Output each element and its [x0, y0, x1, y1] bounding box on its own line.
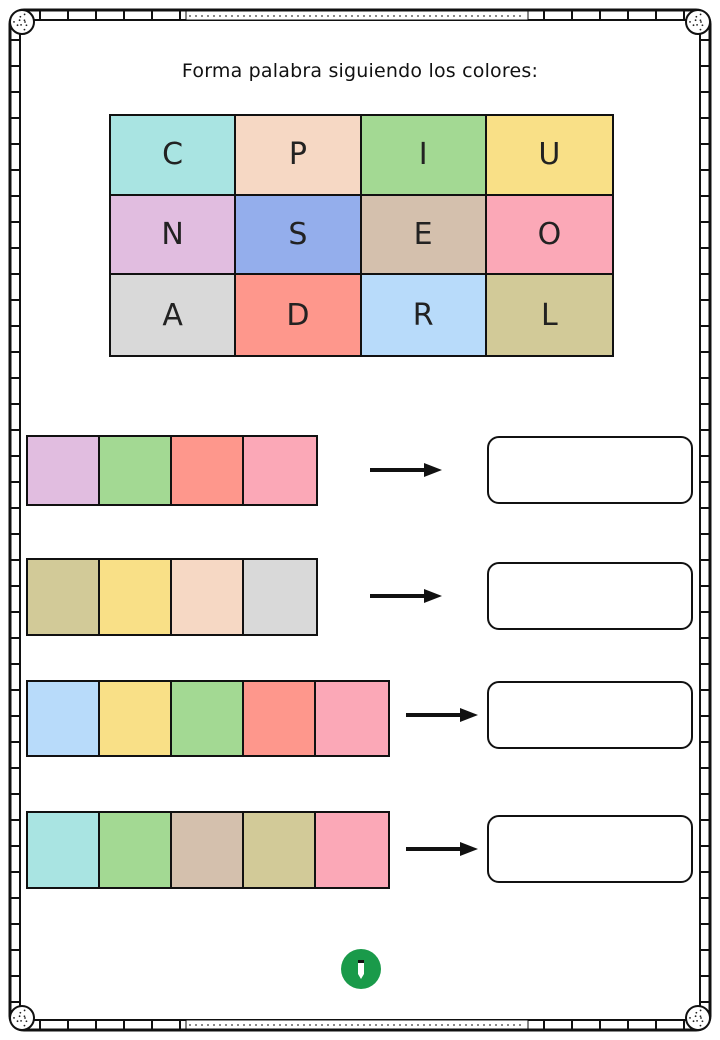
- grid-cell-r: R: [361, 275, 487, 355]
- color-square: [172, 437, 244, 504]
- color-square: [316, 813, 388, 887]
- answer-box-1[interactable]: [487, 436, 693, 504]
- color-square: [28, 682, 100, 755]
- grid-cell-i: I: [361, 116, 487, 196]
- arrow-right-icon: [370, 589, 442, 603]
- color-square: [316, 682, 388, 755]
- grid-cell-u: U: [486, 116, 612, 196]
- grid-cell-o: O: [486, 195, 612, 276]
- color-square: [244, 682, 316, 755]
- color-square: [100, 437, 172, 504]
- color-square: [100, 560, 172, 634]
- grid-cell-l: L: [486, 275, 612, 355]
- pencil-icon: [358, 960, 364, 979]
- grid-cell-s: S: [236, 195, 362, 276]
- color-square: [100, 813, 172, 887]
- answer-box-2[interactable]: [487, 562, 693, 630]
- grid-cell-p: P: [236, 116, 362, 196]
- color-square: [100, 682, 172, 755]
- grid-cell-c: C: [111, 116, 237, 196]
- color-square: [28, 437, 100, 504]
- color-square: [172, 560, 244, 634]
- pencil-logo-icon: [341, 949, 381, 989]
- page-title: Forma palabra siguiendo los colores:: [181, 60, 539, 82]
- color-square: [172, 813, 244, 887]
- arrow-right-icon: [370, 463, 442, 477]
- color-square: [244, 813, 316, 887]
- arrow-right-icon: [406, 708, 478, 722]
- color-sequence-1: [26, 435, 318, 506]
- color-square: [28, 813, 100, 887]
- grid-cell-d: D: [236, 275, 362, 355]
- color-sequence-2: [26, 558, 318, 636]
- color-square: [172, 682, 244, 755]
- color-square: [244, 560, 316, 634]
- color-square: [28, 560, 100, 634]
- color-square: [244, 437, 316, 504]
- answer-box-3[interactable]: [487, 681, 693, 749]
- color-sequence-3: [26, 680, 390, 757]
- grid-cell-a: A: [111, 275, 237, 355]
- grid-cell-n: N: [111, 195, 237, 276]
- arrow-right-icon: [406, 842, 478, 856]
- color-sequence-4: [26, 811, 390, 889]
- answer-box-4[interactable]: [487, 815, 693, 883]
- grid-cell-e: E: [361, 195, 487, 276]
